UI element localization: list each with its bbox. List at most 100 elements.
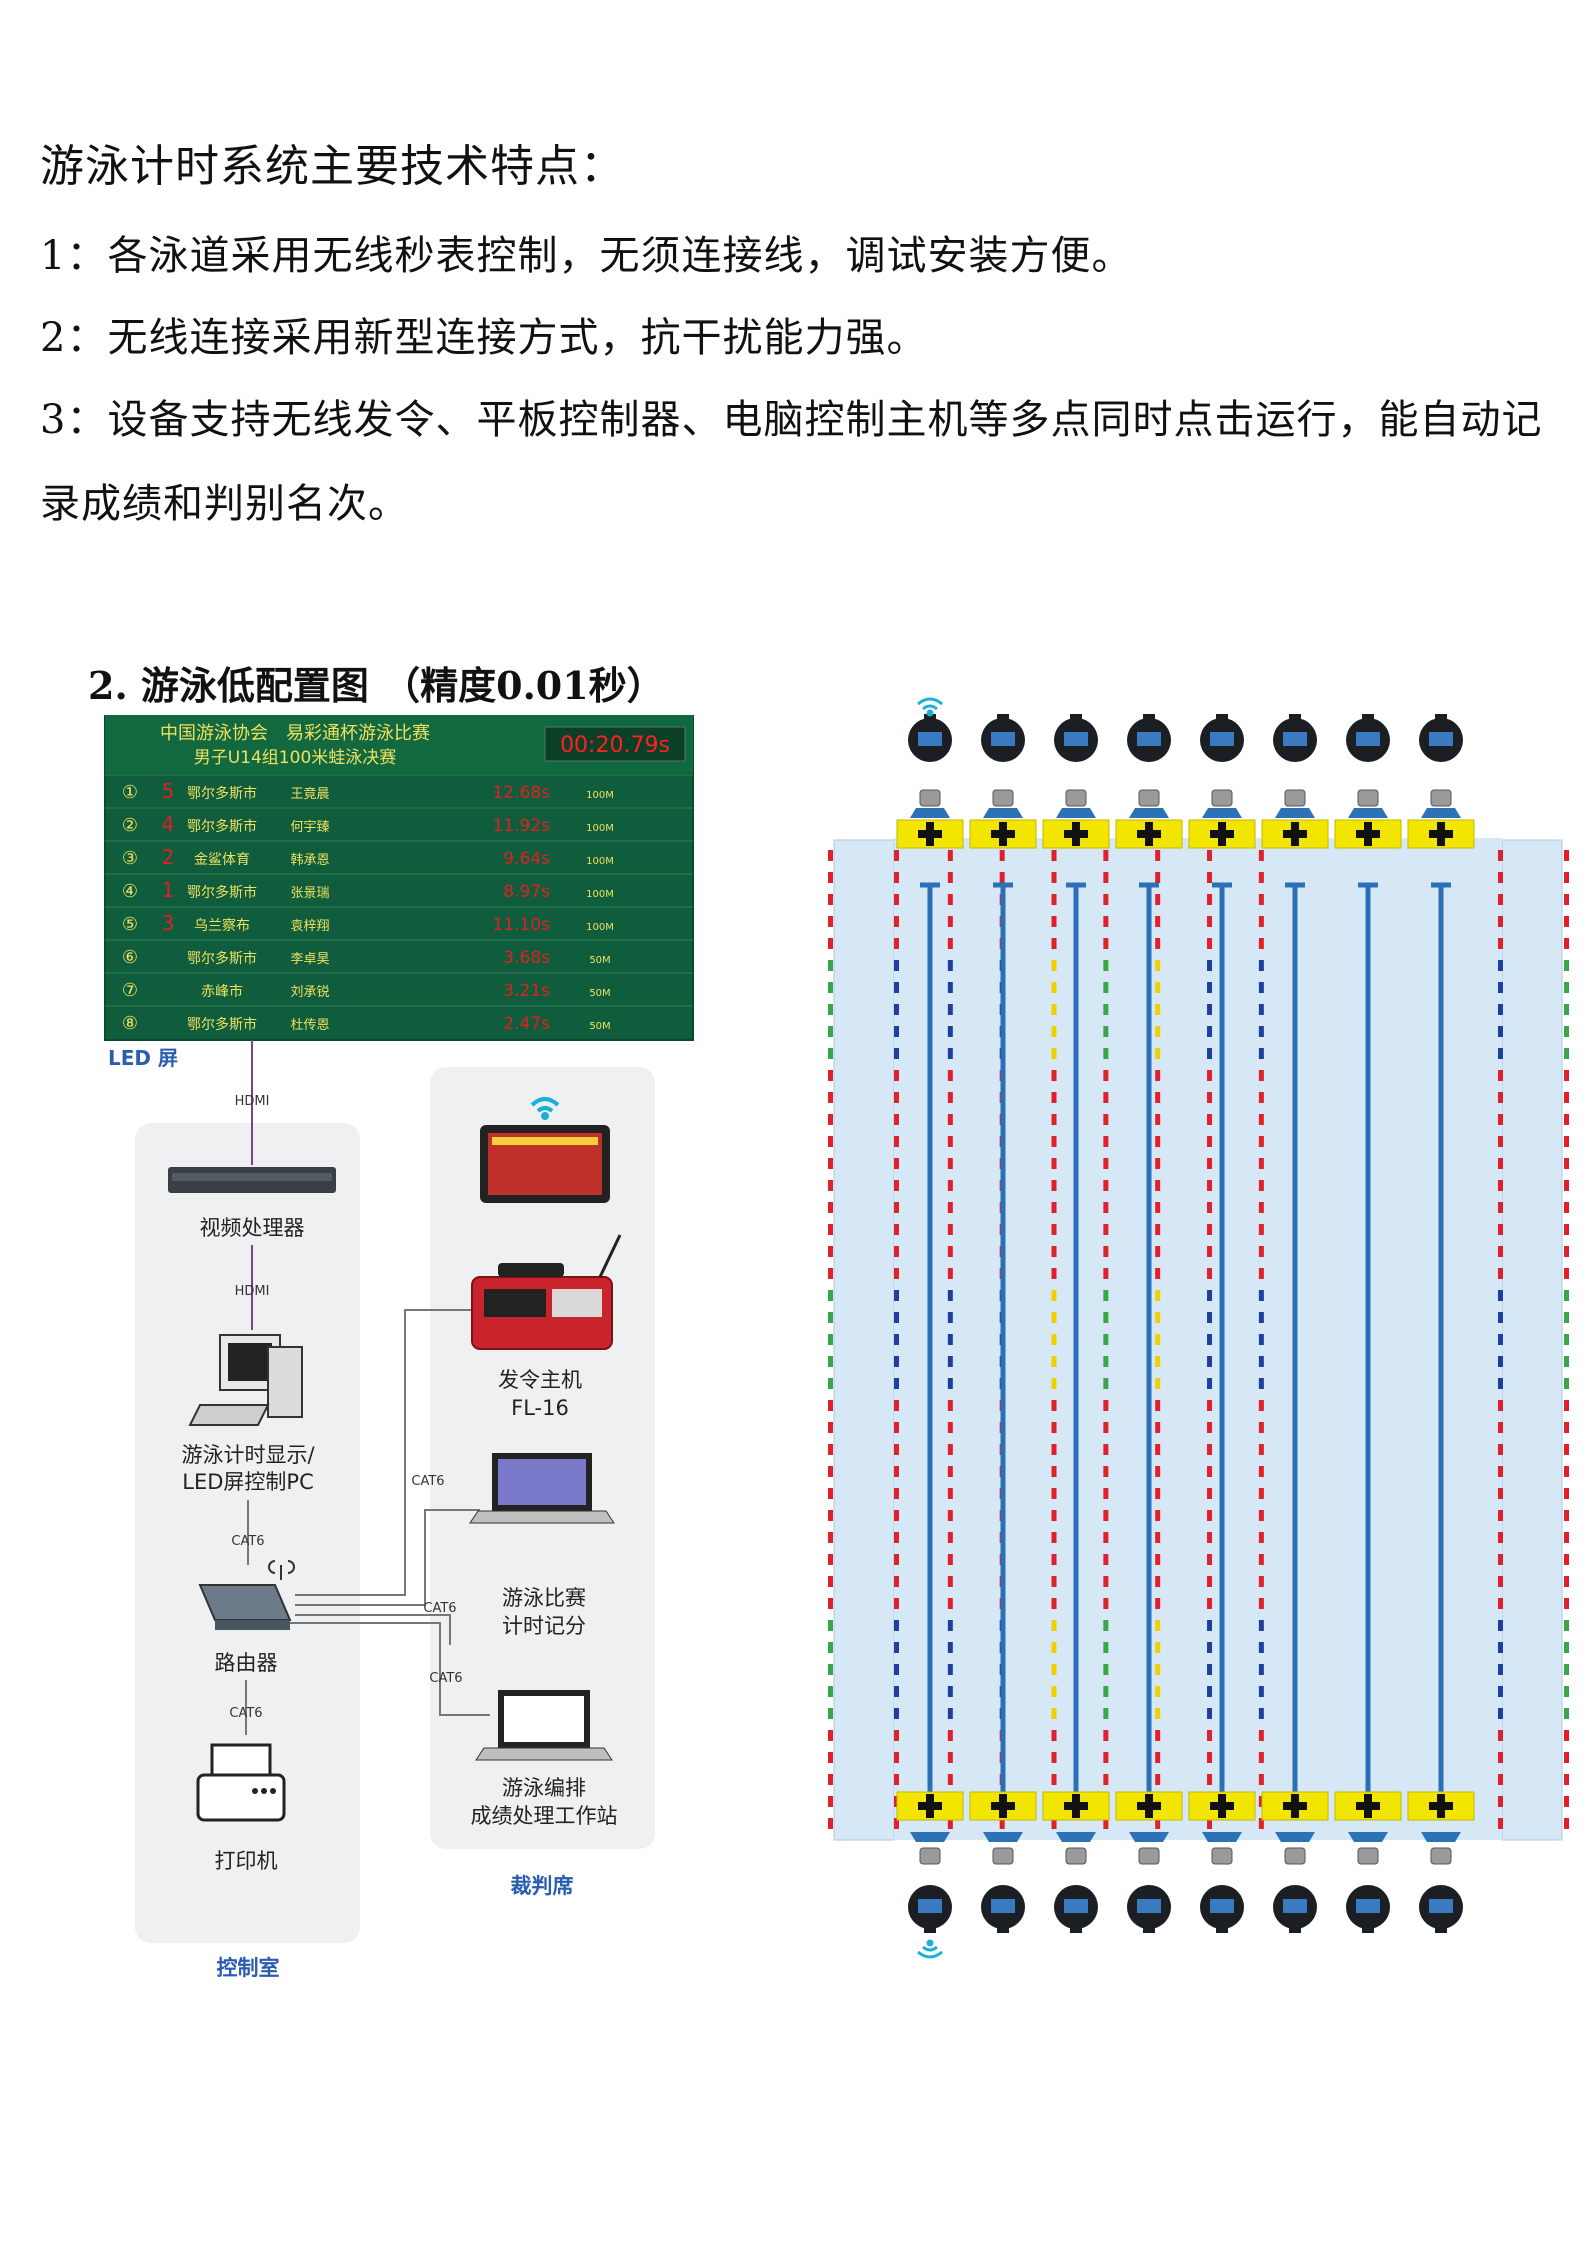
stopwatch-icon xyxy=(1127,714,1171,762)
control-room-label: 控制室 xyxy=(217,1956,280,1980)
router-wifi-icon xyxy=(268,1560,295,1580)
cat6-label-pc: CAT6 xyxy=(231,1534,264,1549)
led-row-dist: 50M xyxy=(589,988,610,999)
led-clock: 00:20.79s xyxy=(560,733,670,758)
cat6-label-scoring: CAT6 xyxy=(423,1601,456,1616)
led-row-rank: 1 xyxy=(162,878,175,902)
tablet-icon xyxy=(480,1125,610,1203)
lane-rope-7 xyxy=(1258,850,1264,1829)
led-row-name: 韩承恩 xyxy=(290,853,329,868)
stopwatch-icon xyxy=(981,1885,1025,1933)
led-row-rank: 2 xyxy=(162,845,175,869)
led-row-name: 杜传恩 xyxy=(290,1018,329,1033)
router-icon xyxy=(198,1584,292,1630)
feature-point-1: 1：各泳道采用无线秒表控制，无须连接线，调试安装方便。 xyxy=(40,233,1133,279)
led-title1: 中国游泳协会 易彩通杯游泳比赛 xyxy=(160,723,430,744)
pad-connector xyxy=(983,1832,1023,1865)
led-row-time: 3.21s xyxy=(503,981,550,1001)
led-row-name: 刘承锐 xyxy=(290,985,329,1000)
led-row-dist: 50M xyxy=(589,1021,610,1032)
pc-label-2: LED屏控制PC xyxy=(182,1470,313,1494)
led-row-name: 袁梓翔 xyxy=(290,919,329,934)
scoring-label-2: 计时记分 xyxy=(502,1614,586,1638)
page-heading: 游泳计时系统主要技术特点： xyxy=(40,141,625,192)
edge-rope-right xyxy=(1498,850,1503,1829)
led-row-team: 鄂尔多斯市 xyxy=(187,818,257,835)
pad-connector xyxy=(1129,1832,1169,1865)
led-row-team: 鄂尔多斯市 xyxy=(187,884,257,901)
section-title: 2. 游泳低配置图 （精度0.01秒） xyxy=(88,663,665,708)
touch-pad xyxy=(1261,819,1329,849)
led-row-team: 金鲨体育 xyxy=(194,852,250,868)
hdmi-label-1: HDMI xyxy=(235,1094,270,1109)
touch-pad xyxy=(1115,1791,1183,1821)
led-row-team: 赤峰市 xyxy=(201,983,243,1000)
stopwatch-icon xyxy=(1127,1885,1171,1933)
pad-connector xyxy=(1056,1832,1096,1865)
touch-pad xyxy=(1115,819,1183,849)
station-label-2: 成绩处理工作站 xyxy=(471,1804,618,1828)
workstation-laptop-icon xyxy=(475,1690,613,1761)
led-row-time: 2.47s xyxy=(503,1014,550,1034)
led-row-name: 何宇臻 xyxy=(290,819,329,835)
led-row-lane: ⑧ xyxy=(122,1013,138,1034)
touch-pad xyxy=(1407,819,1475,849)
led-row-name: 王竟晨 xyxy=(290,787,329,802)
lane-rope-5 xyxy=(1155,850,1161,1829)
stopwatch-icon xyxy=(1054,1885,1098,1933)
stopwatch-icon xyxy=(1346,1885,1390,1933)
printer-icon xyxy=(196,1743,286,1822)
pad-connector xyxy=(910,789,950,818)
lane-rope-4 xyxy=(1103,850,1109,1829)
pad-connector xyxy=(1348,789,1388,818)
touch-pad xyxy=(896,819,964,849)
wifi-icon-top xyxy=(917,697,943,717)
cat6-label-station: CAT6 xyxy=(429,1671,462,1686)
led-row-team: 乌兰察布 xyxy=(194,917,250,934)
led-row-lane: ① xyxy=(122,782,138,803)
pad-connector xyxy=(1275,1832,1315,1865)
scoring-label-1: 游泳比赛 xyxy=(502,1586,586,1610)
starter-label-2: FL-16 xyxy=(511,1396,569,1420)
stopwatch-icon xyxy=(1054,714,1098,762)
lane-rope-6 xyxy=(1207,850,1213,1829)
led-row-rank: 5 xyxy=(162,779,175,803)
cat6-label-printer: CAT6 xyxy=(229,1706,262,1721)
wifi-icon-bottom xyxy=(917,1939,943,1959)
pool-water xyxy=(894,838,1502,1840)
led-row-lane: ⑤ xyxy=(122,914,138,935)
pool-diagram xyxy=(828,697,1569,1959)
touch-pad xyxy=(1261,1791,1329,1821)
touch-pad xyxy=(969,1791,1037,1821)
cat6-label-starter: CAT6 xyxy=(411,1474,444,1489)
pad-connector xyxy=(1129,789,1169,818)
touch-pad xyxy=(1042,1791,1110,1821)
pad-connector xyxy=(1202,1832,1242,1865)
router-label: 路由器 xyxy=(215,1651,278,1675)
led-row-rank: 4 xyxy=(162,812,175,836)
starter-label-1: 发令主机 xyxy=(498,1368,582,1392)
referee-label: 裁判席 xyxy=(511,1874,574,1898)
touch-pad xyxy=(1188,1791,1256,1821)
starter-unit-icon xyxy=(471,1234,622,1350)
pc-label-1: 游泳计时显示/ xyxy=(181,1443,315,1467)
video-processor-label: 视频处理器 xyxy=(200,1216,305,1240)
led-row-name: 张景瑞 xyxy=(290,886,329,901)
stopwatch-icon xyxy=(1273,714,1317,762)
led-row-lane: ⑦ xyxy=(122,980,138,1001)
led-row-lane: ③ xyxy=(122,848,138,869)
led-row-dist: 100M xyxy=(586,889,614,900)
desktop-pc-icon xyxy=(188,1334,303,1426)
led-row-dist: 100M xyxy=(586,823,614,834)
pad-connector xyxy=(1421,1832,1461,1865)
led-row-dist: 100M xyxy=(586,856,614,867)
pad-connector xyxy=(1275,789,1315,818)
led-row-time: 11.10s xyxy=(492,915,550,935)
feature-point-3: 3：设备支持无线发令、平板控制器、电脑控制主机等多点同时点击运行，能自动记录成绩… xyxy=(40,397,1543,527)
touch-pad xyxy=(1334,1791,1402,1821)
touch-pad xyxy=(896,1791,964,1821)
led-title2: 男子U14组100米蛙泳决赛 xyxy=(194,747,397,768)
stopwatch-icon xyxy=(1419,714,1463,762)
lane-rope-1 xyxy=(947,850,953,1829)
station-label-1: 游泳编排 xyxy=(502,1776,586,1800)
